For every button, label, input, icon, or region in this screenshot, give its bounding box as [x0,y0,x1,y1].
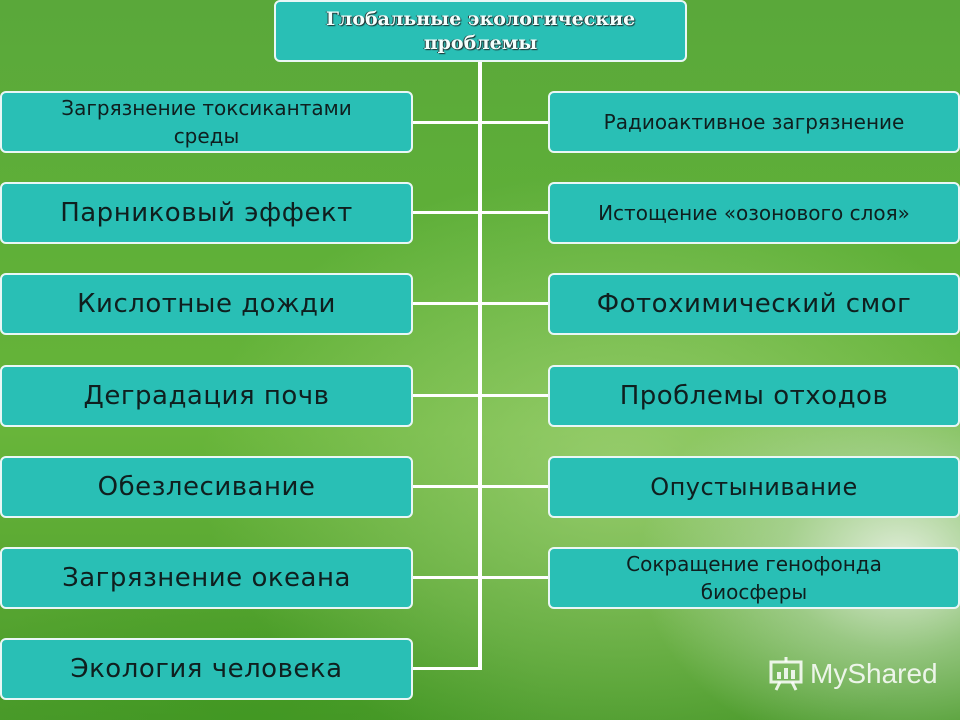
node-radioactive-pollution: Радиоактивное загрязнение [548,91,960,153]
node-label: Проблемы отходов [619,381,889,411]
connector-right-1 [480,121,550,124]
node-label: Деградация почв [83,381,330,411]
node-label: Опустынивание [650,473,858,501]
node-label: Загрязнение океана [62,563,351,593]
node-label: Обезлесивание [97,472,316,502]
node-greenhouse-effect: Парниковый эффект [0,182,413,244]
node-deforestation: Обезлесивание [0,456,413,518]
connector-left-4 [411,394,480,397]
node-photochemical-smog: Фотохимический смог [548,273,960,335]
node-label: Истощение «озонового слоя» [598,201,910,225]
node-label: Загрязнение токсикантами среды [61,96,352,148]
node-human-ecology: Экология человека [0,638,413,700]
node-label: Фотохимический смог [596,289,912,319]
presentation-icon [769,657,803,691]
node-acid-rain: Кислотные дожди [0,273,413,335]
node-label: Радиоактивное загрязнение [603,110,905,134]
connector-left-1 [411,121,480,124]
connector-left-5 [411,485,480,488]
connector-left-7 [411,667,482,670]
diagram-title: Глобальные экологические проблемы [325,8,636,54]
connector-left-2 [411,211,480,214]
connector-right-2 [480,211,550,214]
node-label: Сокращение генофонда биосферы [626,552,882,604]
connector-right-6 [480,576,550,579]
node-toxicant-pollution: Загрязнение токсикантами среды [0,91,413,153]
connector-left-6 [411,576,480,579]
diagram-title-node: Глобальные экологические проблемы [274,0,687,62]
node-ocean-pollution: Загрязнение океана [0,547,413,609]
node-soil-degradation: Деградация почв [0,365,413,427]
node-ozone-depletion: Истощение «озонового слоя» [548,182,960,244]
connector-right-5 [480,485,550,488]
myshared-watermark: MyShared [768,656,938,692]
connector-left-3 [411,302,480,305]
node-label: Кислотные дожди [77,289,336,319]
connector-right-4 [480,394,550,397]
connector-right-3 [480,302,550,305]
node-gene-pool-reduction: Сокращение генофонда биосферы [548,547,960,609]
node-desertification: Опустынивание [548,456,960,518]
watermark-text: MyShared [810,658,938,689]
node-waste-problems: Проблемы отходов [548,365,960,427]
node-label: Парниковый эффект [60,198,353,228]
main-vertical-connector [478,60,482,670]
node-label: Экология человека [70,654,343,684]
